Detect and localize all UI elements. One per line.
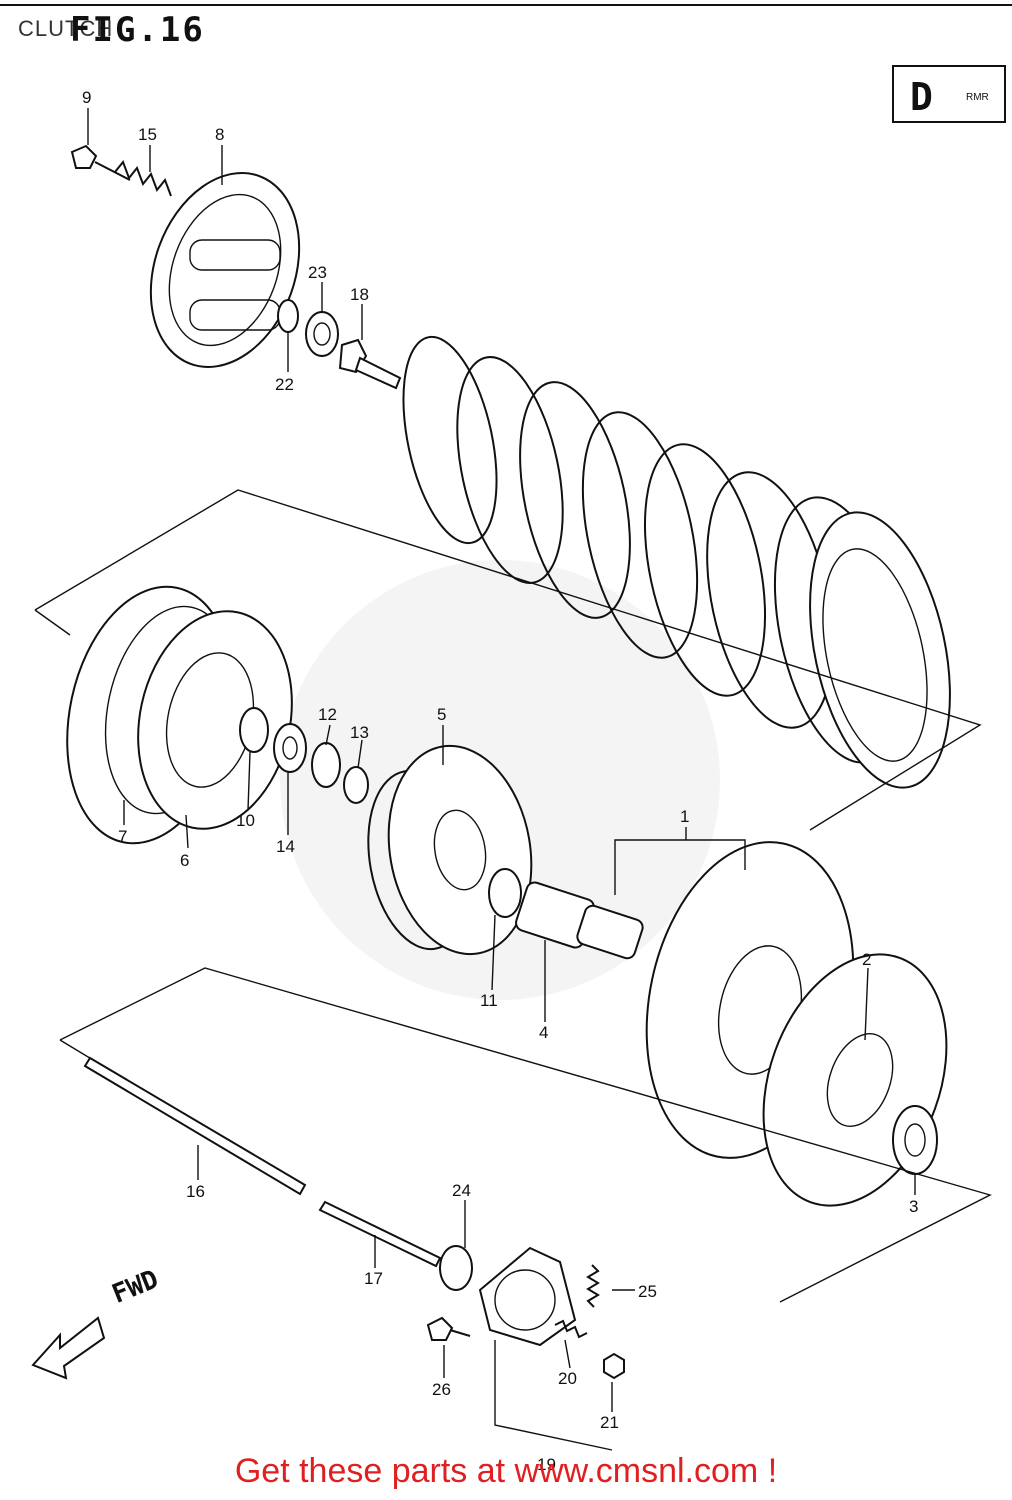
release-bearing-set xyxy=(277,299,402,390)
section-badge-letter: D xyxy=(910,75,933,119)
push-rods xyxy=(83,1056,442,1268)
callout-label: 6 xyxy=(180,851,189,870)
group-bracket-lower xyxy=(59,967,992,1303)
callout-label: 8 xyxy=(215,125,224,144)
pressure-plate xyxy=(149,172,301,368)
callout-label: 16 xyxy=(186,1182,205,1201)
callout-label: 25 xyxy=(638,1282,657,1301)
callout-label: 22 xyxy=(275,375,294,394)
callout-label: 18 xyxy=(350,285,369,304)
callout-label: 24 xyxy=(452,1181,471,1200)
callout-label: 14 xyxy=(276,837,295,856)
callout-label: 4 xyxy=(539,1023,548,1042)
callout-label: 1 xyxy=(680,807,689,826)
part19-bracket xyxy=(494,1340,613,1451)
forward-arrow-icon xyxy=(31,1316,106,1380)
part1-bracket xyxy=(614,839,746,895)
nut-washers xyxy=(239,707,369,804)
callout-label: 12 xyxy=(318,705,337,724)
clutch-boss xyxy=(367,744,533,956)
callout-label: 13 xyxy=(350,723,369,742)
page-caption: CLUTCH xyxy=(18,16,114,41)
callout-label: 20 xyxy=(558,1369,577,1388)
figure-title: FIG.16 xyxy=(70,10,205,50)
callout-label: 9 xyxy=(82,88,91,107)
callout-label: 3 xyxy=(909,1197,918,1216)
section-badge-small: RMR xyxy=(966,92,989,103)
leader-lines xyxy=(87,108,916,1412)
callout-label: 19 xyxy=(537,1455,556,1474)
primary-gear-housing xyxy=(645,841,948,1207)
release-mechanism xyxy=(426,1245,625,1380)
top-rule xyxy=(0,4,1012,6)
section-badge: D RMR xyxy=(892,65,1006,123)
callout-label: 2 xyxy=(862,950,871,969)
callout-label: 11 xyxy=(480,991,498,1010)
callout-label: 7 xyxy=(118,827,127,846)
callout-label: 21 xyxy=(600,1413,619,1432)
callout-label: 23 xyxy=(308,263,327,282)
clutch-plate-stack xyxy=(402,335,951,789)
callout-labels: 9 15 8 23 18 22 12 13 5 7 10 14 6 1 11 4… xyxy=(82,88,918,1474)
bearing-and-sleeve xyxy=(488,868,644,960)
callout-label: 26 xyxy=(432,1380,451,1399)
callout-label: 15 xyxy=(138,125,157,144)
callout-label: 17 xyxy=(364,1269,383,1288)
callout-label: 10 xyxy=(236,811,255,830)
bolt-and-spring xyxy=(70,144,172,197)
group-bracket-upper xyxy=(34,489,982,831)
plates-and-hub xyxy=(66,585,293,845)
callout-label: 5 xyxy=(437,705,446,724)
footer-parts-link[interactable]: Get these parts at www.cmsnl.com ! xyxy=(234,1452,778,1490)
